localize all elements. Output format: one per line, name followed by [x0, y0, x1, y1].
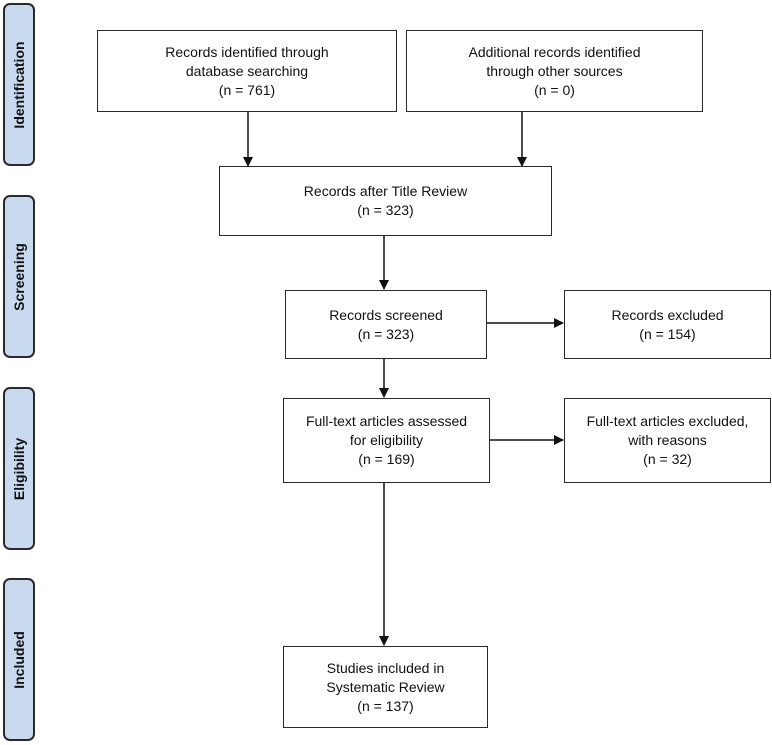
box-fulltext-excluded: Full-text articles excluded, with reason… — [564, 398, 771, 483]
box-database-records: Records identified through database sear… — [97, 30, 397, 112]
box-records-screened: Records screened (n = 323) — [285, 290, 487, 359]
phase-screening: Screening — [3, 195, 35, 358]
box-title-review: Records after Title Review (n = 323) — [219, 166, 552, 236]
phase-identification: Identification — [3, 3, 35, 166]
box-other-sources: Additional records identified through ot… — [406, 30, 703, 112]
box-studies-included: Studies included in Systematic Review (n… — [283, 646, 488, 728]
box-fulltext-assessed: Full-text articles assessed for eligibil… — [283, 398, 490, 483]
box-records-excluded: Records excluded (n = 154) — [564, 290, 771, 359]
phase-eligibility: Eligibility — [3, 387, 35, 550]
phase-included: Included — [3, 578, 35, 741]
